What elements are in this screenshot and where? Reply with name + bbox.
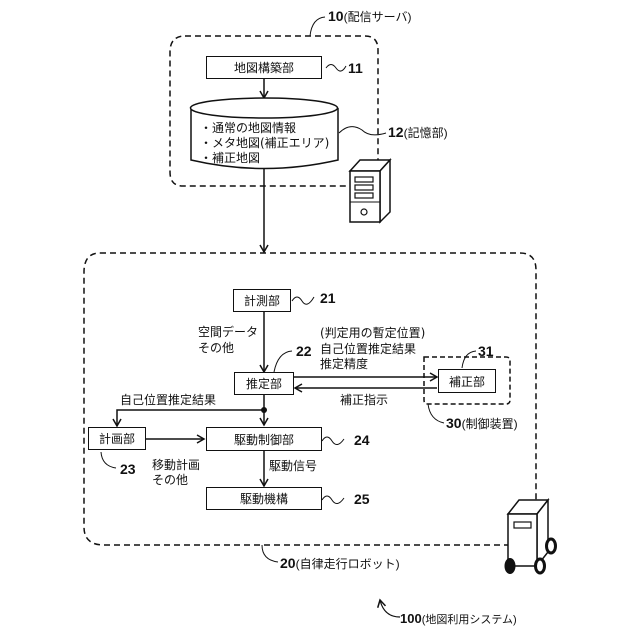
controller-ref: 30(制御装置) [446,415,518,432]
drive-control-box: 駆動制御部 [206,427,322,451]
system-ref: 100(地図利用システム) [400,611,517,627]
storage-item: ・メタ地図(補正エリア) [200,136,329,151]
robot-ref: 20(自律走行ロボット) [280,555,400,572]
drive-signal-label: 駆動信号 [269,459,317,474]
estimator-output-2: 自己位置推定結果 [320,342,416,357]
planner-input-label: 自己位置推定結果 [120,393,216,408]
map-builder-ref: 11 [348,60,363,76]
drive-mechanism-ref: 25 [354,491,370,507]
server-ref: 10(配信サーバ) [328,8,411,25]
estimator-output-1: (判定用の暫定位置) [320,326,425,341]
robot-leader [262,545,278,562]
planner-box: 計画部 [88,427,146,450]
map-builder-leader [326,65,346,72]
system-leader [380,600,400,617]
server-leader [310,17,325,36]
estimator-box: 推定部 [234,372,294,395]
measurement-box: 計測部 [233,289,291,312]
corrector-ref: 31 [478,343,494,359]
correction-instruction-label: 補正指示 [340,393,388,408]
planner-output-2: その他 [152,473,188,488]
estimator-ref: 22 [296,343,312,359]
corrector-box: 補正部 [438,369,496,393]
storage-leader [339,127,386,135]
measurement-output-1: 空間データ [198,325,258,340]
planner-output-1: 移動計画 [152,458,200,473]
estimator-output-3: 推定精度 [320,357,368,372]
storage-item: ・補正地図 [200,151,260,166]
storage-item: ・通常の地図情報 [200,121,296,136]
drive-mechanism-box: 駆動機構 [206,487,322,510]
planner-ref: 23 [120,461,136,477]
robot-icon [506,500,556,573]
storage-ref: 12(記憶部) [388,124,448,141]
drive-control-ref: 24 [354,432,370,448]
server-tower-icon [350,160,390,222]
measurement-ref: 21 [320,290,336,306]
map-builder-box: 地図構築部 [206,56,322,79]
measurement-output-2: その他 [198,341,234,356]
